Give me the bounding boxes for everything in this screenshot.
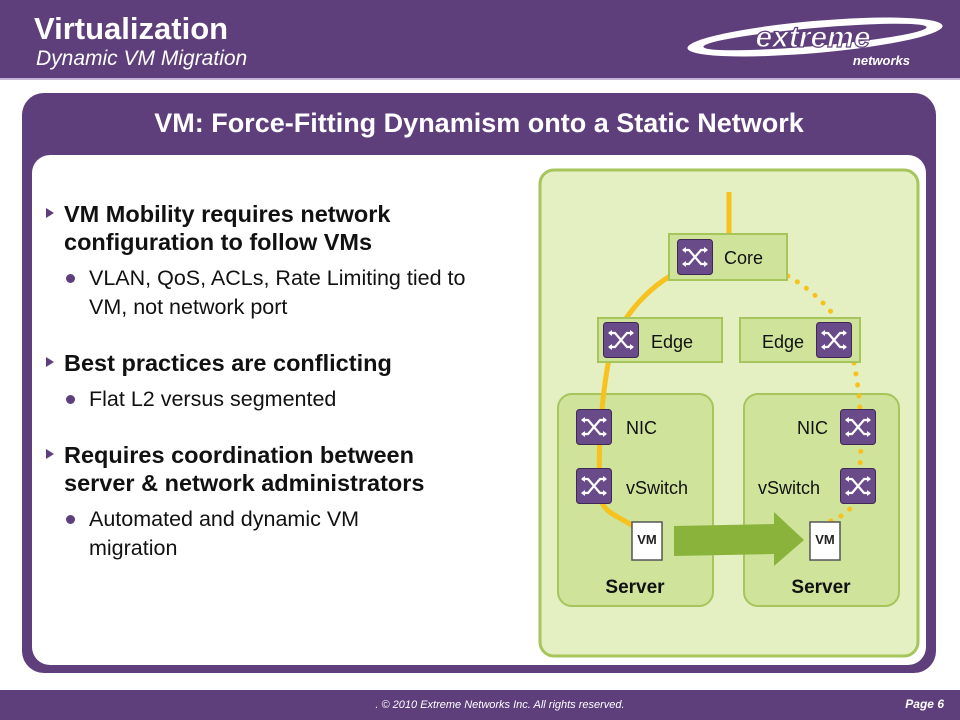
sub-bullet-item: Automated and dynamic VM migration — [44, 505, 394, 563]
vm-left-box — [631, 521, 663, 561]
bullet-text: VM Mobility requires network configurati… — [64, 201, 391, 255]
bullet-item: Requires coordination between server & n… — [44, 441, 444, 497]
vm-right-box — [809, 521, 841, 561]
server-right-label: Server — [791, 577, 851, 598]
sub-bullet-text: VLAN, QoS, ACLs, Rate Limiting tied to V… — [89, 266, 466, 319]
dot-bullet-icon — [66, 274, 75, 283]
panel-title: VM: Force-Fitting Dynamism onto a Static… — [154, 108, 804, 138]
triangle-bullet-icon — [46, 357, 54, 367]
sub-bullet-item: Flat L2 versus segmented — [44, 385, 494, 414]
extreme-networks-logo: extreme networks — [687, 17, 943, 68]
path-vswitch-vm-right — [820, 497, 859, 527]
page-number: Page 6 — [905, 697, 944, 711]
migration-arrow-icon — [674, 512, 804, 566]
header-divider — [0, 78, 960, 80]
nic-left-switch-icon — [576, 409, 612, 445]
vswitch-right-label: vSwitch — [758, 478, 820, 498]
bullet-list: VM Mobility requires network configurati… — [44, 200, 494, 563]
vswitch-right-switch-icon — [840, 468, 876, 504]
core-label: Core — [724, 248, 763, 268]
bullet-text: Best practices are conflicting — [64, 350, 392, 376]
slide-title: Virtualization — [34, 11, 229, 46]
spacer — [44, 322, 494, 349]
bullet-text: Requires coordination between server & n… — [64, 442, 425, 496]
slide-footer — [0, 690, 960, 720]
sub-bullet-item: VLAN, QoS, ACLs, Rate Limiting tied to V… — [44, 264, 484, 322]
nic-right-switch-icon — [840, 409, 876, 445]
copyright-text: . © 2010 Extreme Networks Inc. All right… — [375, 699, 625, 711]
sub-bullet-text: Flat L2 versus segmented — [89, 387, 337, 411]
logo-primary-text: extreme — [755, 21, 870, 54]
server-left-label: Server — [605, 577, 665, 598]
nic-left-label: NIC — [626, 418, 657, 438]
vswitch-left-switch-icon — [576, 468, 612, 504]
dot-bullet-icon — [66, 395, 75, 404]
sub-bullet-text: Automated and dynamic VM migration — [89, 507, 360, 560]
bullet-item: Best practices are conflicting — [44, 349, 494, 377]
slide-subtitle: Dynamic VM Migration — [36, 47, 248, 70]
bullet-item: VM Mobility requires network configurati… — [44, 200, 494, 256]
vm-left-label: VM — [637, 532, 657, 547]
triangle-bullet-icon — [46, 208, 54, 218]
dot-bullet-icon — [66, 515, 75, 524]
network-diagram: Core Edge Edge NIC vSwitch VM Server NIC… — [538, 168, 920, 658]
vswitch-left-label: vSwitch — [626, 478, 688, 498]
edge-right-switch-icon — [816, 322, 852, 358]
nic-right-label: NIC — [797, 418, 828, 438]
edge-left-switch-icon — [603, 322, 639, 358]
spacer — [44, 414, 494, 441]
triangle-bullet-icon — [46, 449, 54, 459]
core-switch-icon — [677, 239, 713, 275]
logo-secondary-text: networks — [853, 53, 910, 68]
edge-right-label: Edge — [762, 332, 804, 352]
edge-left-label: Edge — [651, 332, 693, 352]
vm-right-label: VM — [815, 532, 835, 547]
